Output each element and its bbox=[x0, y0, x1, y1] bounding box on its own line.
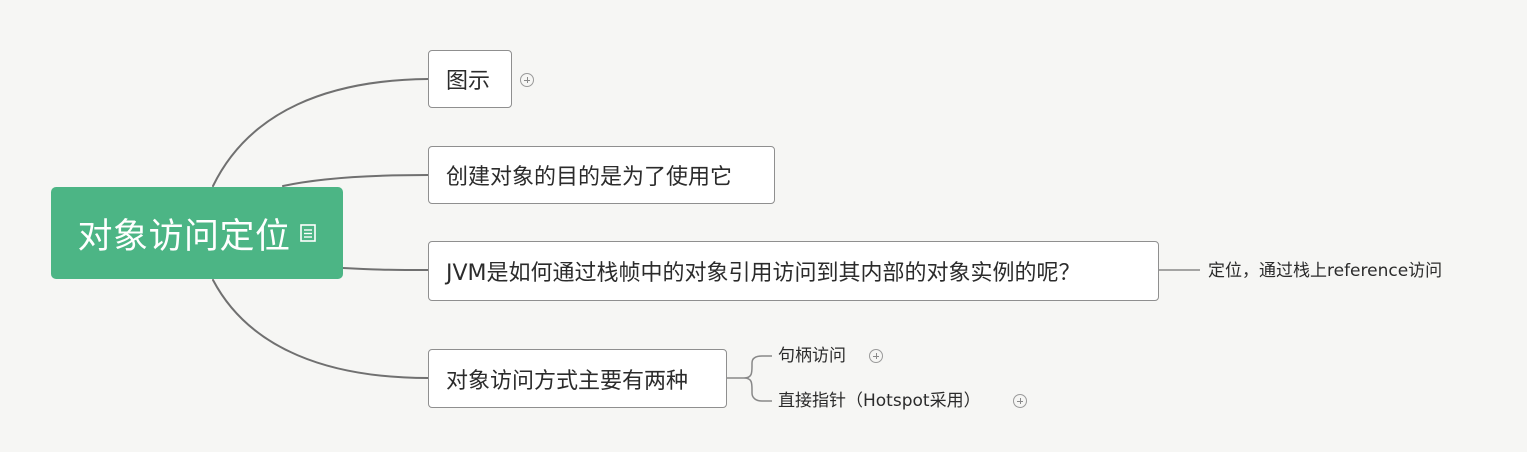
subtopic-label: 定位，通过栈上reference访问 bbox=[1208, 261, 1443, 281]
subtopic-label: 句柄访问 bbox=[778, 346, 846, 366]
connector-root-to-branch-1 bbox=[282, 174, 429, 187]
branch-topic-label: 对象访问方式主要有两种 bbox=[446, 368, 689, 394]
expand-plus-icon[interactable] bbox=[520, 73, 534, 87]
subtopic-handle-access[interactable]: 句柄访问 bbox=[778, 346, 846, 366]
branch-topic-jvm-question[interactable]: JVM是如何通过栈帧中的对象引用访问到其内部的对象实例的呢？ bbox=[428, 241, 1159, 301]
branch-topic-purpose[interactable]: 创建对象的目的是为了使用它 bbox=[428, 146, 775, 204]
branch-topic-access-methods[interactable]: 对象访问方式主要有两种 bbox=[428, 349, 727, 408]
subtopic-locate-reference[interactable]: 定位，通过栈上reference访问 bbox=[1208, 261, 1442, 281]
subtopic-direct-pointer[interactable]: 直接指针（Hotspot采用） bbox=[778, 391, 981, 411]
connector-root-to-branch-3 bbox=[212, 279, 429, 379]
connector-branch-3-bracket bbox=[726, 355, 772, 402]
branch-topic-diagram[interactable]: 图示 bbox=[428, 50, 512, 108]
expand-plus-icon[interactable] bbox=[1013, 394, 1027, 408]
branch-topic-label: JVM是如何通过栈帧中的对象引用访问到其内部的对象实例的呢？ bbox=[446, 261, 1081, 286]
branch-topic-label: 创建对象的目的是为了使用它 bbox=[446, 165, 733, 190]
root-topic-label: 对象访问定位 bbox=[77, 216, 291, 257]
root-topic[interactable]: 对象访问定位 bbox=[51, 187, 343, 279]
branch-topic-label: 图示 bbox=[446, 69, 491, 94]
connector-root-to-branch-2 bbox=[342, 267, 429, 271]
note-icon[interactable] bbox=[299, 223, 317, 243]
expand-plus-icon[interactable] bbox=[869, 349, 883, 363]
subtopic-label: 直接指针（Hotspot采用） bbox=[778, 391, 981, 411]
connector-root-to-branch-0 bbox=[212, 78, 429, 187]
